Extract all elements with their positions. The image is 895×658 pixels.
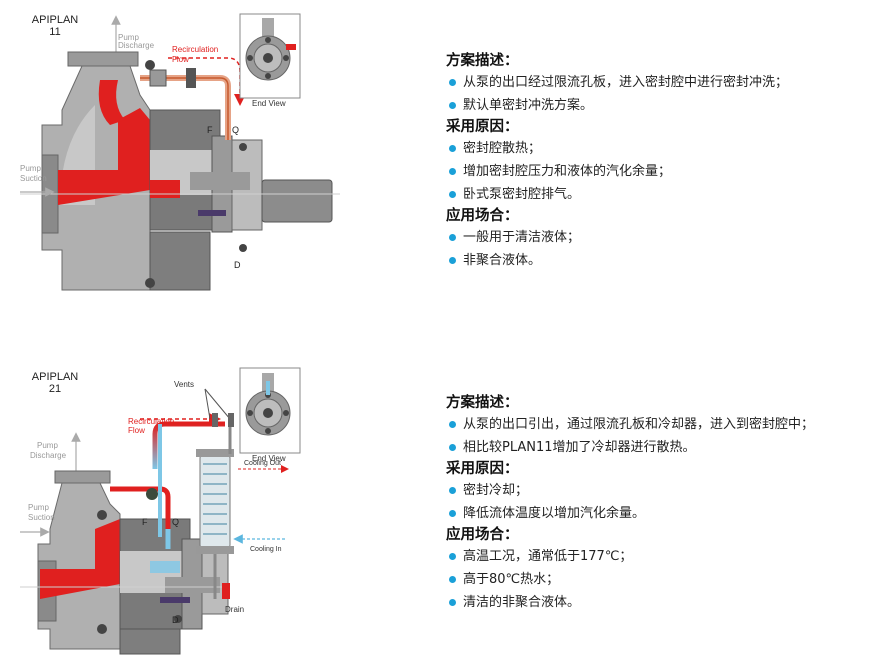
label-pump-suction-1: Pump xyxy=(28,503,49,512)
label-end-view: End View xyxy=(252,454,286,463)
plan21-heading-reason: 采用原因： xyxy=(446,461,519,477)
cooler xyxy=(196,427,234,599)
plan21-heading-description: 方案描述： xyxy=(446,395,519,411)
plan11-heading-description: 方案描述： xyxy=(446,53,519,69)
plan11-title: APIPLAN 11 xyxy=(20,14,90,38)
list-item: 非聚合液体。 xyxy=(446,249,891,272)
label-pump-suction-1: Pump xyxy=(20,164,41,173)
plan11-text: 方案描述： 从泵的出口经过限流孔板，进入密封腔中进行密封冲洗； 默认单密封冲洗方… xyxy=(446,51,891,272)
pump-casing xyxy=(20,470,230,655)
list-item: 密封冷却； xyxy=(446,479,891,502)
plan21-title: APIPLAN 21 xyxy=(20,371,90,395)
label-cooling-in: Cooling In xyxy=(250,546,282,553)
label-cooling-out: Cooling Out xyxy=(244,460,281,467)
list-item: 高于80℃热水； xyxy=(446,568,891,591)
plan11-application-list: 一般用于清洁液体； 非聚合液体。 xyxy=(446,226,891,272)
label-f: F xyxy=(207,125,213,135)
list-item: 清洁的非聚合液体。 xyxy=(446,591,891,614)
label-recirculation-1: Recirculation xyxy=(172,45,218,54)
plan21-text: 方案描述： 从泵的出口引出，通过限流孔板和冷却器，进入到密封腔中； 相比较PLA… xyxy=(446,393,891,614)
list-item: 相比较PLAN11增加了冷却器进行散热。 xyxy=(446,436,891,459)
plan21-description-list: 从泵的出口引出，通过限流孔板和冷却器，进入到密封腔中； 相比较PLAN11增加了… xyxy=(446,413,891,459)
list-item: 一般用于清洁液体； xyxy=(446,226,891,249)
list-item: 从泵的出口经过限流孔板，进入密封腔中进行密封冲洗； xyxy=(446,71,891,94)
label-pump-discharge-2: Discharge xyxy=(30,451,67,460)
plan11-title-line1: APIPLAN xyxy=(31,14,79,26)
plan21-heading-application: 应用场合： xyxy=(446,527,519,543)
label-pump-discharge-1: Pump xyxy=(37,441,58,450)
plan21-diagram: Pump Discharge Recirculation Flow Pump S… xyxy=(20,367,301,655)
label-end-view: End View xyxy=(252,99,286,108)
label-recirculation-2: Flow xyxy=(172,55,189,64)
plan11-panel: APIPLAN 11 xyxy=(20,13,891,291)
plan21-reason-list: 密封冷却； 降低流体温度以增加汽化余量。 xyxy=(446,479,891,525)
plan21-title-line1: APIPLAN xyxy=(31,371,79,383)
plan11-description-list: 从泵的出口经过限流孔板，进入密封腔中进行密封冲洗； 默认单密封冲洗方案。 xyxy=(446,71,891,117)
label-f: F xyxy=(142,517,148,527)
process-fluid xyxy=(58,108,150,205)
label-q: Q xyxy=(172,517,179,527)
plan11-heading-reason: 采用原因： xyxy=(446,119,519,135)
list-item: 高温工况，通常低于177℃； xyxy=(446,545,891,568)
end-view-inset xyxy=(239,367,301,454)
list-item: 降低流体温度以增加汽化余量。 xyxy=(446,502,891,525)
orifice-plate xyxy=(146,488,158,500)
label-vents: Vents xyxy=(174,380,194,389)
plan21-panel: APIPLAN 21 xyxy=(0,329,895,658)
label-pump-discharge-2: Discharge xyxy=(118,41,155,50)
label-recirculation-2: Flow xyxy=(128,426,145,435)
label-pump-suction-2: Suction xyxy=(20,174,47,183)
label-recirculation-1: Recirculation xyxy=(128,417,174,426)
list-item: 密封腔散热； xyxy=(446,137,891,160)
process-fluid xyxy=(40,519,120,599)
plan11-heading-application: 应用场合： xyxy=(446,208,519,224)
pump-casing xyxy=(20,51,340,291)
label-pump-discharge-1: Pump xyxy=(118,33,139,42)
list-item: 从泵的出口引出，通过限流孔板和冷却器，进入到密封腔中； xyxy=(446,413,891,436)
end-view-inset xyxy=(239,13,301,99)
plan21-application-list: 高温工况，通常低于177℃； 高于80℃热水； 清洁的非聚合液体。 xyxy=(446,545,891,614)
plan11-title-line2: 11 xyxy=(49,26,61,38)
label-d: D xyxy=(234,260,241,270)
label-q: Q xyxy=(232,125,239,135)
plan21-title-line2: 21 xyxy=(48,383,62,395)
list-item: 增加密封腔压力和液体的汽化余量； xyxy=(446,160,891,183)
orifice-plate xyxy=(186,68,196,88)
label-drain: Drain xyxy=(225,605,244,614)
plan11-diagram: Pump Discharge Recirculation Flow Pump S… xyxy=(20,13,340,291)
label-d: D xyxy=(172,615,179,625)
plan11-reason-list: 密封腔散热； 增加密封腔压力和液体的汽化余量； 卧式泵密封腔排气。 xyxy=(446,137,891,206)
label-pump-suction-2: Suction xyxy=(28,513,55,522)
list-item: 默认单密封冲洗方案。 xyxy=(446,94,891,117)
list-item: 卧式泵密封腔排气。 xyxy=(446,183,891,206)
